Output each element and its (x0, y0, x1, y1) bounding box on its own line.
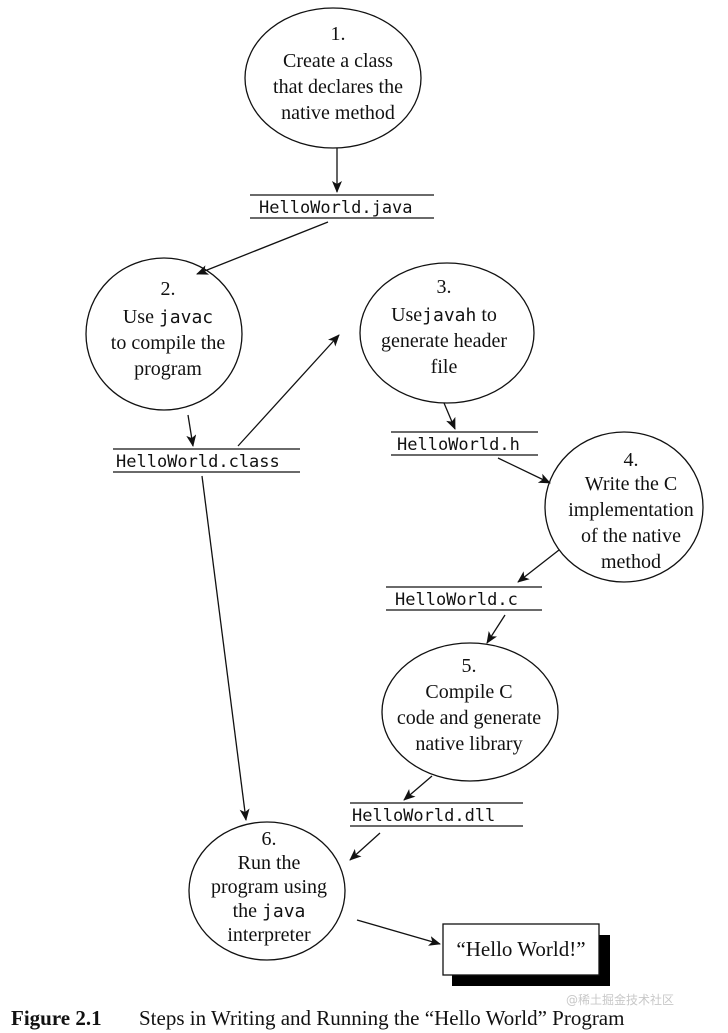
arrow-java-to-step2 (196, 221, 329, 275)
step-4-text: Write the C implementation of the native me… (568, 473, 694, 573)
arrow-c-to-step5 (486, 614, 506, 644)
arrow-class-to-step6 (201, 475, 250, 821)
file-h-label: HelloWorld.h (397, 435, 520, 455)
step-4-node: 4. Write the C implementation of the nativ… (544, 431, 704, 583)
step-4-number: 4. (624, 449, 639, 471)
arrow-step3-to-h (443, 402, 456, 430)
file-c: HelloWorld.c (386, 586, 542, 611)
step-2-node: 2. Use javac to compile the program (85, 257, 243, 411)
step-2-number: 2. (161, 278, 176, 300)
step-2-text: Use javac to compile the program (111, 306, 226, 380)
step-text-segment: program using (211, 876, 327, 898)
arrow-step6-to-output (356, 919, 441, 946)
step-text-segment: program (134, 358, 202, 380)
step-text-segment: to compile the (111, 332, 226, 354)
step-text-segment: interpreter (227, 924, 311, 946)
arrows (186, 148, 560, 946)
step-text-segment: Use (123, 306, 159, 328)
arrow-step5-to-dll (403, 775, 433, 801)
figure-caption: Figure 2.1 Steps in Writing and Running … (11, 1006, 624, 1030)
caption-text: Steps in Writing and Running the “Hello … (139, 1006, 624, 1030)
code-keyword: javah (422, 305, 476, 326)
output-box-text: “Hello World!” (456, 937, 585, 961)
step-3-number: 3. (437, 276, 452, 298)
file-java-label: HelloWorld.java (259, 198, 413, 218)
step-text-segment: Write the C (585, 473, 678, 495)
step-1-node: 1. Create a class that declares the native… (244, 7, 422, 149)
file-dll-label: HelloWorld.dll (352, 806, 495, 826)
file-java: HelloWorld.java (250, 194, 434, 219)
file-h: HelloWorld.h (391, 431, 538, 456)
arrow-class-to-step3 (237, 334, 340, 447)
file-class: HelloWorld.class (113, 448, 300, 473)
step-1-number: 1. (331, 23, 346, 45)
step-6-number: 6. (262, 828, 277, 850)
code-keyword: javac (159, 307, 213, 328)
arrow-step4-to-c (517, 549, 560, 583)
step-text-segment: that declares the (273, 76, 403, 98)
arrow-dll-to-step6 (349, 832, 381, 861)
step-text-segment: Compile C (425, 681, 512, 703)
step-text-segment: of the native (581, 525, 681, 547)
step-1-text: Create a class that declares the native me… (273, 50, 403, 124)
step-text-segment: native method (281, 102, 395, 124)
file-class-label: HelloWorld.class (116, 452, 280, 472)
step-text-segment: implementation (568, 499, 694, 521)
step-text-segment: to (476, 304, 497, 326)
step-text-segment: method (601, 551, 661, 573)
output-box: “Hello World!” (442, 923, 610, 986)
code-keyword: java (262, 901, 305, 922)
step-5-node: 5. Compile C code and generate native libr… (381, 642, 559, 782)
caption-label: Figure 2.1 (11, 1006, 102, 1030)
step-text-segment: Use (391, 304, 422, 326)
file-c-label: HelloWorld.c (395, 590, 518, 610)
step-5-number: 5. (462, 655, 477, 677)
arrow-h-to-step4 (497, 457, 551, 484)
step-text-segment: file (431, 356, 458, 378)
step-text-segment: generate header (381, 330, 507, 352)
step-text-segment: Run the (238, 852, 301, 874)
step-5-text: Compile C code and generate native library (397, 681, 541, 755)
step-3-text: Usejavah to generate header file (381, 304, 507, 378)
arrow-step2-to-class (186, 414, 197, 447)
watermark-text: @稀土掘金技术社区 (566, 992, 674, 1007)
file-dll: HelloWorld.dll (350, 802, 523, 827)
step-text-segment: the (233, 900, 262, 922)
step-text-segment: native library (415, 733, 522, 755)
step-text-segment: Create a class (283, 50, 393, 72)
step-3-node: 3. Usejavah to generate header file (359, 262, 535, 404)
step-text-segment: code and generate (397, 707, 541, 729)
